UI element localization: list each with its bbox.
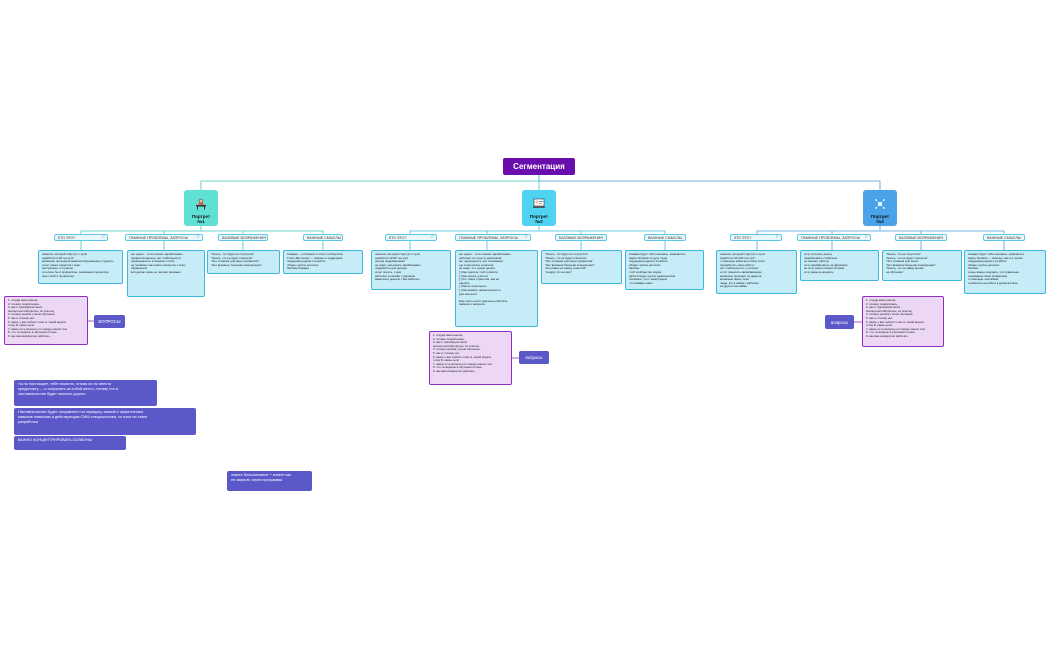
note-pain-desire[interactable]: знаете боль/желание + знаете как ее закр… (227, 471, 312, 491)
p3-who-box: новичок, который стартует с нуля заработ… (716, 250, 797, 294)
root-node-segmentation[interactable]: Сегментация (503, 158, 575, 175)
questions-list-3: 1. откуда меня нашла, 2. почему подписал… (862, 296, 944, 347)
p3-who-label: КТО ЭТО? (734, 235, 752, 240)
portrait-2-label-line2: №2 (535, 219, 543, 224)
p3-fears-box: "боюсь, что не получится" "боюсь, что не… (882, 250, 962, 281)
collapse-icon[interactable]: ◸ (865, 235, 868, 239)
p3-problems-box: хочу получать доход зарабатывать стабиль… (800, 250, 879, 281)
p3-problems-category[interactable]: ГЛАВНЫЕ ПРОБЛЕМЫ, ЗАПРОСЫ ◸ (797, 234, 871, 241)
p2-problems-category[interactable]: ГЛАВНЫЕ ПРОБЛЕМЫ, ЗАПРОСЫ ◸ (455, 234, 531, 241)
p3-meanings-box: Самара будет тебя понимать, направлять З… (964, 250, 1046, 294)
portrait-2-node[interactable]: Портрет №2 (522, 190, 556, 226)
questions-label-3[interactable]: вопросы (825, 315, 854, 329)
p1-meanings-category[interactable]: ВАЖНЫЕ СМЫСЛЫ (303, 234, 343, 241)
p2-meanings-box: Самара будет тебя понимать, направлять З… (625, 250, 704, 290)
portrait-3-label-line1: Портрет (870, 214, 890, 219)
p2-problems-label: ГЛАВНЫЕ ПРОБЛЕМЫ, ЗАПРОСЫ (459, 235, 519, 240)
p1-who-label: КТО ЭТО? (58, 235, 76, 240)
note-important-calls[interactable]: ВАЖНО КОНЦЕНТРИРОВАТЬ СОЗВОНЫ (14, 436, 126, 450)
p1-fears-box: "боюсь, что будет не получится" "боюсь, … (207, 250, 280, 274)
p2-who-box: новичок, который стартует с нуля заработ… (371, 250, 451, 290)
questions-label-2[interactable]: вопросы (519, 351, 549, 364)
portrait-1-label-line2: №1 (197, 219, 205, 224)
p3-who-category[interactable]: КТО ЭТО? ◸ (730, 234, 782, 241)
p1-problems-box: нет денег... хотят начать зарабатывать п… (127, 250, 205, 297)
portrait-3-node[interactable]: Портрет №3 (863, 190, 897, 226)
p2-problems-box: нет денег... хотят начать зарабатывать р… (455, 250, 538, 327)
p2-meanings-label: ВАЖНЫЕ СМЫСЛЫ (648, 235, 682, 240)
p2-fears-category[interactable]: БАЗОВЫЕ ВОЗРАЖЕНИЯ (555, 234, 607, 241)
p3-problems-label: ГЛАВНЫЕ ПРОБЛЕМЫ, ЗАПРОСЫ (801, 235, 861, 240)
p3-meanings-label: ВАЖНЫЕ СМЫСЛЫ (987, 235, 1021, 240)
note-prepayment[interactable]: ты на настоящее, тебе помогли, готова ли… (14, 380, 157, 406)
collapse-icon[interactable]: ◸ (102, 235, 105, 239)
portrait-3-label-line2: №3 (876, 219, 884, 224)
p2-who-category[interactable]: КТО ЭТО? ◸ (385, 234, 437, 241)
portrait-1-node[interactable]: Портрет №1 (184, 190, 218, 226)
molecule-network-icon (874, 198, 886, 210)
person-with-laptop-icon (533, 198, 545, 210)
p1-who-category[interactable]: КТО ЭТО? ◸ (54, 234, 108, 241)
p1-fears-category[interactable]: БАЗОВЫЕ ВОЗРАЖЕНИЯ (218, 234, 268, 241)
p1-meanings-box: Самара — в бизнесе и хочет сообщества Уч… (283, 250, 363, 274)
questions-list-1: 1. откуда меня нашла, 2. почему подписал… (4, 296, 88, 345)
collapse-icon[interactable]: ◸ (431, 235, 434, 239)
questions-label-1[interactable]: ВОПРОСЫ (94, 315, 125, 328)
p1-meanings-label: ВАЖНЫЕ СМЫСЛЫ (307, 235, 341, 240)
p1-problems-category[interactable]: ГЛАВНЫЕ ПРОБЛЕМЫ, ЗАПРОСЫ ◸ (125, 234, 203, 241)
p2-fears-label: БАЗОВЫЕ ВОЗРАЖЕНИЯ (559, 235, 603, 240)
p3-fears-category[interactable]: БАЗОВЫЕ ВОЗРАЖЕНИЯ (895, 234, 947, 241)
p1-fears-label: БАЗОВЫЕ ВОЗРАЖЕНИЯ (222, 235, 266, 240)
questions-list-2: 1. откуда меня нашла, 2. почему подписал… (429, 331, 512, 385)
person-at-desk-icon (195, 198, 207, 210)
note-mentorship[interactable]: Наставничество будет направлено на перед… (14, 408, 196, 435)
p3-meanings-category[interactable]: ВАЖНЫЕ СМЫСЛЫ (983, 234, 1025, 241)
p1-who-box: новичок, который стартует с нуля заработ… (38, 250, 123, 284)
p1-problems-label: ГЛАВНЫЕ ПРОБЛЕМЫ, ЗАПРОСЫ (129, 235, 189, 240)
portrait-2-label-line1: Портрет (529, 214, 549, 219)
p2-fears-box: "боюсь, что будет не получится" "боюсь, … (541, 250, 622, 284)
p3-fears-label: БАЗОВЫЕ ВОЗРАЖЕНИЯ (899, 235, 943, 240)
collapse-icon[interactable]: ◸ (525, 235, 528, 239)
p2-who-label: КТО ЭТО? (389, 235, 407, 240)
collapse-icon[interactable]: ◸ (197, 235, 200, 239)
portrait-1-label-line1: Портрет (191, 214, 211, 219)
collapse-icon[interactable]: ◸ (776, 235, 779, 239)
p2-meanings-category[interactable]: ВАЖНЫЕ СМЫСЛЫ (644, 234, 686, 241)
